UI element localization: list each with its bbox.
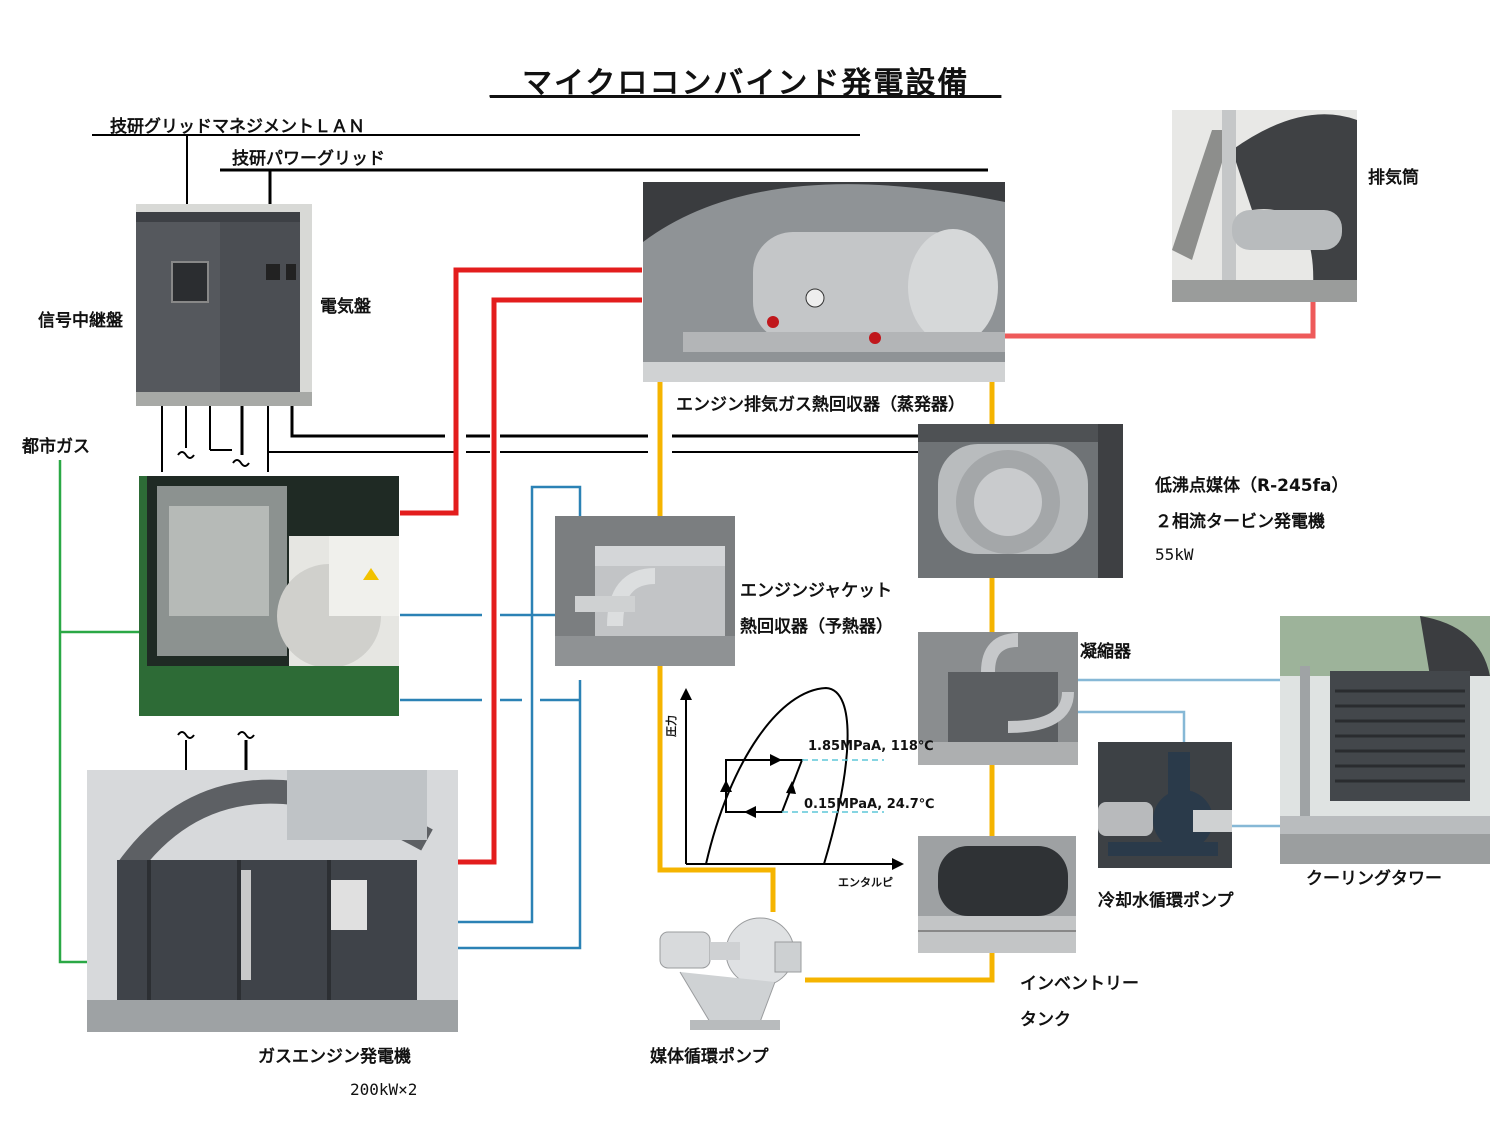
electrical-panel-photo xyxy=(136,204,312,406)
cooling-pump-label: 冷却水循環ポンプ xyxy=(1098,891,1234,911)
exhaust-heat-recovery-label: エンジン排気ガス熱回収器（蒸発器） xyxy=(676,395,965,415)
exhaust-stack-label: 排気筒 xyxy=(1368,168,1419,188)
exhaust-heat-recovery-photo xyxy=(643,182,1005,382)
medium-label: 低沸点媒体（R-245fa） xyxy=(1155,476,1349,496)
gas-engine-interior-photo xyxy=(139,476,399,716)
inventory-label-line1: インベントリー xyxy=(1020,974,1139,994)
gas-engine-enclosure-photo xyxy=(87,770,458,1032)
lan-label: 技研グリッドマネジメントＬＡＮ xyxy=(110,117,365,137)
saturation-dome xyxy=(705,686,849,865)
cooling-tower-photo xyxy=(1280,616,1490,864)
medium-loop-lines xyxy=(657,382,995,983)
ph-x-axis-label: エンタルピ xyxy=(838,876,893,889)
gas-engine-power-label: 200kW×2 xyxy=(350,1080,418,1099)
exhaust-stack-photo xyxy=(1172,110,1357,302)
condenser-label: 凝縮器 xyxy=(1080,642,1131,662)
page-title: ＿マイクロコンバインド発電設備＿ xyxy=(490,66,1002,101)
ph-diagram xyxy=(680,686,904,870)
gas-engine-label: ガスエンジン発電機 xyxy=(258,1047,411,1067)
medium-pump-label: 媒体循環ポンプ xyxy=(650,1047,769,1067)
signal-relay-label: 信号中継盤 xyxy=(38,311,123,331)
electrical-panel-label: 電気盤 xyxy=(320,297,371,317)
jacket-label-line1: エンジンジャケット xyxy=(740,581,893,601)
exhaust-stack-line xyxy=(1005,302,1316,339)
cooling-tower-label: クーリングタワー xyxy=(1306,869,1442,889)
jacket-water-lines xyxy=(400,485,582,950)
ph-high-point-label: 1.85MPaA, 118℃ xyxy=(808,739,934,754)
cooling-water-lines xyxy=(1078,678,1280,828)
jacket-heat-recovery-photo xyxy=(555,516,735,666)
inventory-label-line2: タンク xyxy=(1020,1010,1071,1030)
turbine-grid-lines xyxy=(268,405,918,453)
ph-y-axis-label: 圧力 xyxy=(665,715,678,737)
exhaust-gas-lines xyxy=(400,267,642,865)
condenser-photo xyxy=(918,632,1078,765)
cooling-water-pump-photo xyxy=(1098,742,1232,868)
medium-pump-photo xyxy=(650,912,805,1037)
ph-low-point-label: 0.15MPaA, 24.7℃ xyxy=(804,797,935,812)
turbine-power-label: 55kW xyxy=(1155,545,1194,564)
turbine-generator-photo xyxy=(918,424,1123,578)
city-gas-label: 都市ガス xyxy=(22,437,90,457)
turbine-label: ２相流タービン発電機 xyxy=(1155,512,1325,532)
inventory-tank-photo xyxy=(918,836,1076,953)
power-grid-label: 技研パワーグリッド xyxy=(232,149,385,169)
jacket-label-line2: 熱回収器（予熱器） xyxy=(740,617,893,637)
